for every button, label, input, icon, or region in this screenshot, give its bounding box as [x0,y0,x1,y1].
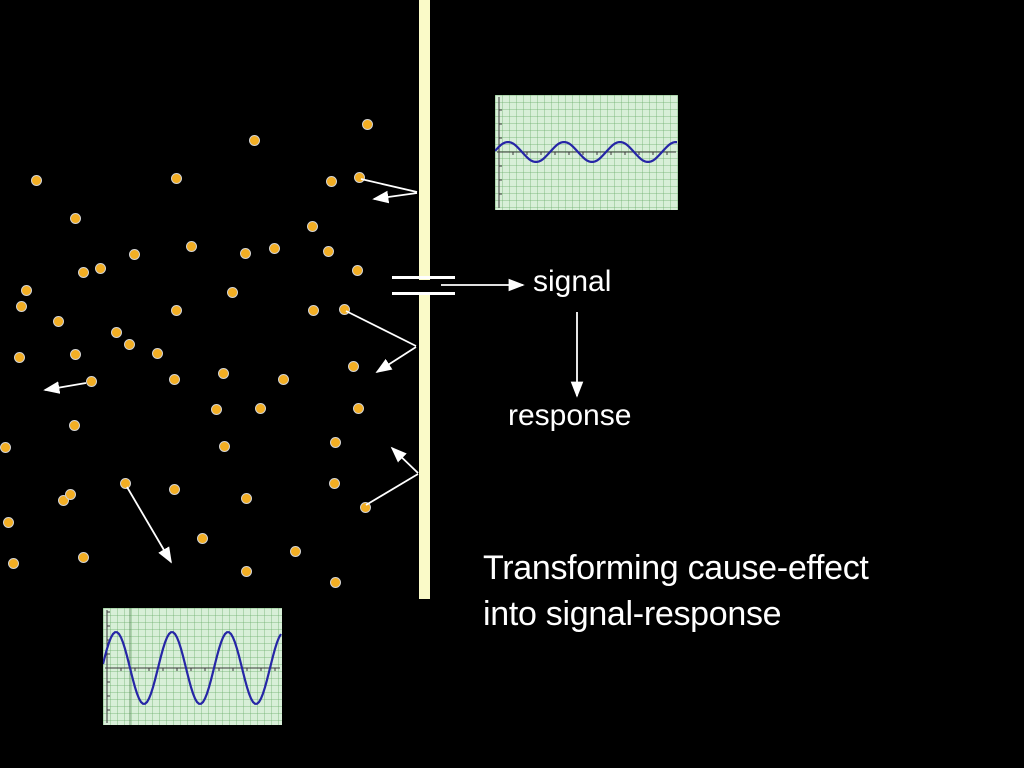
molecule-dot [338,303,350,315]
molecule-dot [30,174,42,186]
molecule-dot [128,248,140,260]
arrow-line [43,381,87,394]
molecule-dot [52,315,64,327]
membrane-bar-lower [419,292,430,599]
molecule-dot [77,551,89,563]
molecule-dot [226,286,238,298]
membrane-channel-plate-bottom [392,292,455,295]
molecule-dot [329,436,341,448]
molecule-dot [325,175,337,187]
molecule-dot [168,483,180,495]
molecule-dot [15,300,27,312]
molecule-dot [329,576,341,588]
sine-curve [103,631,282,705]
molecule-dot [2,516,14,528]
molecule-dot [0,441,11,453]
slide-title-line2: into signal-response [483,594,782,633]
molecule-dot [218,440,230,452]
molecule-dot [217,367,229,379]
molecule-dot [110,326,122,338]
molecule-dot [289,545,301,557]
molecule-dot [307,304,319,316]
signal-label: signal [533,265,612,298]
molecule-dot [268,242,280,254]
molecule-dot [353,171,365,183]
molecule-dot [94,262,106,274]
molecule-dot [151,347,163,359]
molecule-dot [328,477,340,489]
arrow-line [365,473,419,506]
molecule-dot [170,172,182,184]
molecule-dot [168,373,180,385]
molecule-dot [240,565,252,577]
molecule-dot [7,557,19,569]
molecule-dot [240,492,252,504]
signal-chart [495,95,678,210]
arrow-line [375,346,417,373]
molecule-dot [248,134,260,146]
slide-title: Transforming cause-effect into signal-re… [483,549,869,642]
molecule-dot [361,118,373,130]
molecule-dot [68,419,80,431]
molecule-dot [57,494,69,506]
molecule-dot [322,245,334,257]
molecule-dot [351,264,363,276]
arrow-line [345,310,417,347]
membrane-channel-plate-top [392,276,455,279]
sine-curve [495,141,677,163]
molecule-dot [77,266,89,278]
molecule-dot [277,373,289,385]
molecule-dot [306,220,318,232]
molecule-dot [359,501,371,513]
molecule-dot [254,402,266,414]
slide-title-line1: Transforming cause-effect [483,549,869,587]
arrow-line [390,446,419,474]
molecule-dot [69,212,81,224]
molecule-dot [85,375,97,387]
arrow-line [126,486,172,564]
membrane-bar-upper [419,0,430,280]
response-chart [103,608,282,725]
arrow-line [360,178,418,193]
molecule-dot [123,338,135,350]
response-label: response [508,399,632,432]
molecule-dot [239,247,251,259]
molecule-dot [352,402,364,414]
molecule-dot [347,360,359,372]
molecule-dot [196,532,208,544]
molecule-dot [64,488,76,500]
molecule-dot [119,477,131,489]
molecule-dot [170,304,182,316]
molecule-dot [13,351,25,363]
molecule-dot [185,240,197,252]
molecule-dot [69,348,81,360]
molecule-dot [20,284,32,296]
arrow-line [372,190,418,204]
molecule-dot [210,403,222,415]
